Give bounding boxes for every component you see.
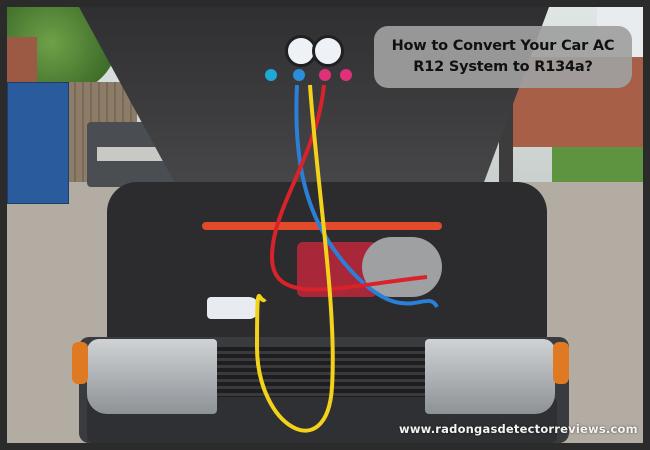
watermark-url: www.radongasdetectorreviews.com [399, 422, 638, 436]
turn-signal-left [72, 342, 88, 384]
low-pressure-gauge [285, 35, 317, 67]
manifold-knob-red [319, 69, 331, 81]
headlight-right [425, 339, 555, 414]
title-text: How to Convert Your Car AC R12 System to… [392, 36, 615, 78]
high-pressure-gauge [312, 35, 344, 67]
manifold-knob-red-2 [340, 69, 352, 81]
refrigerant-can [207, 297, 259, 319]
intake-pipe [362, 237, 442, 297]
tool-chest [7, 82, 69, 204]
title-card: How to Convert Your Car AC R12 System to… [374, 26, 632, 88]
title-line-2: R12 System to R134a? [413, 59, 593, 75]
radiator-grille [217, 347, 425, 402]
ac-hoses [254, 84, 439, 433]
title-line-1: How to Convert Your Car AC [391, 38, 615, 54]
turn-signal-right [553, 342, 569, 384]
headlight-left [87, 339, 217, 414]
manifold-knob-blue [265, 69, 277, 81]
manifold-knob-blue-2 [293, 69, 305, 81]
